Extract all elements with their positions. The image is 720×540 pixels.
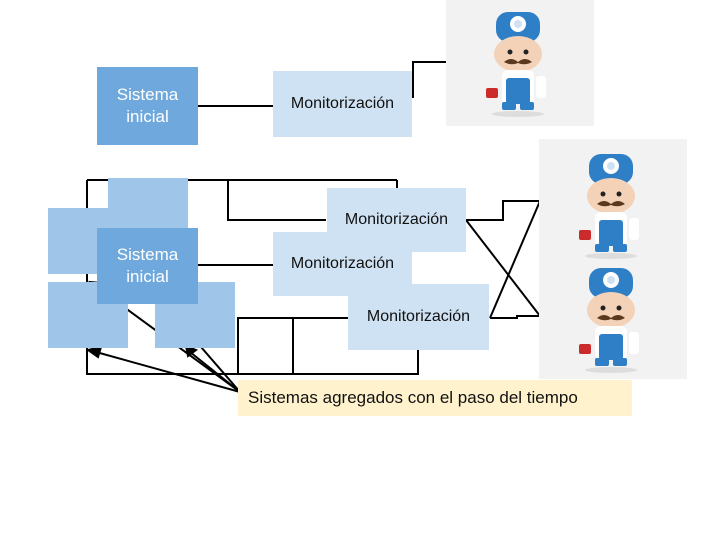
note-label: Sistemas agregados con el paso del tiemp…	[248, 388, 578, 407]
monitoring-box-top: Monitorización	[273, 71, 412, 137]
monitoring-label: Monitorización	[366, 308, 471, 325]
mechanic-icon	[579, 268, 639, 373]
initial-system-box-bottom: Sistema inicial	[97, 228, 198, 304]
mechanic-icon	[579, 154, 639, 259]
initial-system-label: Sistema inicial	[116, 85, 179, 126]
initial-system-box-top: Sistema inicial	[97, 67, 198, 145]
monitoring-label: Monitorización	[344, 211, 449, 228]
monitoring-box: Monitorización	[348, 284, 489, 350]
initial-system-label: Sistema inicial	[116, 245, 179, 286]
monitoring-label: Monitorización	[290, 255, 395, 272]
monitoring-box: Monitorización	[327, 188, 466, 252]
monitoring-label: Monitorización	[290, 95, 395, 112]
aggregated-systems-note: Sistemas agregados con el paso del tiemp…	[238, 380, 632, 416]
mechanic-icon	[486, 12, 546, 117]
